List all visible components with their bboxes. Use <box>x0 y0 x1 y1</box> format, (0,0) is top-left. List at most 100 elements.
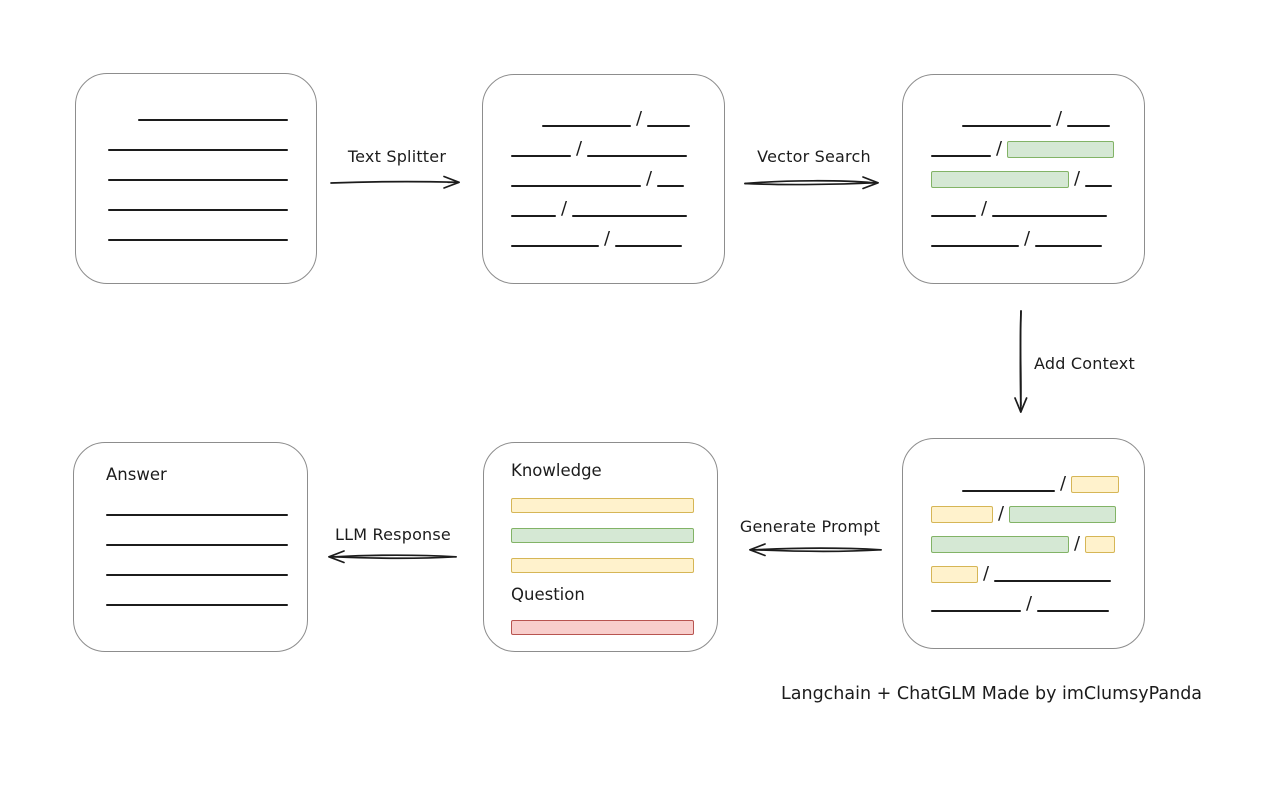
split-chunks-node: ///// <box>482 74 725 284</box>
segment-row: / <box>903 188 1144 218</box>
text-line <box>511 185 641 187</box>
add-context-label: Add Context <box>1034 354 1135 373</box>
segment-row <box>511 513 717 543</box>
text-line <box>962 490 1055 492</box>
text-line <box>108 179 288 181</box>
slash-separator: / <box>998 503 1005 524</box>
segment-row <box>76 152 316 182</box>
yellow-chunk <box>511 558 694 573</box>
segment-row: / <box>903 128 1144 158</box>
answer-node: Answer <box>73 442 308 652</box>
text-line <box>615 245 683 247</box>
context-chunk-lines: / / / / / <box>903 439 1144 613</box>
text-line <box>106 574 288 576</box>
question-bar <box>511 605 717 635</box>
segment-row: / <box>483 128 724 158</box>
text-line <box>1035 245 1103 247</box>
slash-separator: / <box>983 563 990 584</box>
text-line <box>931 610 1021 612</box>
segment-row <box>511 483 717 513</box>
slash-separator: / <box>636 108 643 129</box>
text-line <box>138 119 288 121</box>
green-chunk <box>511 528 694 543</box>
slash-separator: / <box>1074 533 1081 554</box>
segment-row <box>106 517 307 547</box>
text-line <box>106 544 288 546</box>
segment-row <box>76 92 316 122</box>
chunk-text-lines: ///// <box>483 75 724 248</box>
red-chunk <box>511 620 694 635</box>
yellow-chunk <box>1085 536 1116 553</box>
generate-prompt-label: Generate Prompt <box>739 517 881 536</box>
segment-row <box>511 605 717 635</box>
llm-response-arrow-icon <box>328 550 457 564</box>
answer-label: Answer <box>106 465 167 484</box>
text-line <box>1085 185 1113 187</box>
document-node <box>75 73 317 284</box>
slash-separator: / <box>1024 228 1031 249</box>
text-line <box>1037 610 1110 612</box>
segment-row: / <box>903 523 1144 553</box>
segment-row <box>76 212 316 242</box>
text-line <box>106 514 288 516</box>
segment-row: / <box>483 158 724 188</box>
text-line <box>572 215 688 217</box>
text-line <box>106 604 288 606</box>
slash-separator: / <box>576 138 583 159</box>
text-line <box>108 239 288 241</box>
slash-separator: / <box>646 168 653 189</box>
text-line <box>511 215 556 217</box>
segment-row: / <box>903 493 1144 523</box>
yellow-chunk <box>1071 476 1120 493</box>
matched-chunk-lines: ///// <box>903 75 1144 248</box>
green-chunk <box>931 171 1069 188</box>
text-line <box>994 580 1112 582</box>
yellow-chunk <box>511 498 694 513</box>
text-splitter-label: Text Splitter <box>347 147 447 166</box>
knowledge-bars <box>511 483 717 573</box>
question-label: Question <box>511 585 585 604</box>
knowledge-label: Knowledge <box>511 461 602 480</box>
text-line <box>931 215 976 217</box>
slash-separator: / <box>1074 168 1081 189</box>
segment-row: / <box>903 553 1144 583</box>
segment-row <box>106 577 307 607</box>
text-splitter-arrow-icon <box>330 175 460 189</box>
add-context-arrow-icon <box>1014 310 1028 413</box>
green-chunk <box>1009 506 1117 523</box>
matched-chunks-node: ///// <box>902 74 1145 284</box>
segment-row: / <box>903 463 1144 493</box>
segment-row <box>106 487 307 517</box>
green-chunk <box>1007 141 1115 158</box>
text-line <box>511 245 599 247</box>
prompt-node: Knowledge Question <box>483 442 718 652</box>
text-line <box>992 215 1108 217</box>
text-line <box>108 209 288 211</box>
text-line <box>1067 125 1111 127</box>
slash-separator: / <box>1026 593 1033 614</box>
generate-prompt-arrow-icon <box>749 543 882 557</box>
slash-separator: / <box>604 228 611 249</box>
segment-row: / <box>903 583 1144 613</box>
segment-row: / <box>483 188 724 218</box>
segment-row <box>76 122 316 152</box>
segment-row: / <box>483 98 724 128</box>
text-line <box>108 149 288 151</box>
text-line <box>587 155 688 157</box>
text-line <box>962 125 1051 127</box>
segment-row <box>76 182 316 212</box>
document-text-lines <box>76 74 316 242</box>
slash-separator: / <box>1056 108 1063 129</box>
text-line <box>542 125 631 127</box>
segment-row: / <box>483 218 724 248</box>
vector-search-arrow-icon <box>744 176 879 190</box>
text-line <box>657 185 685 187</box>
segment-row: / <box>903 158 1144 188</box>
text-line <box>511 155 571 157</box>
yellow-chunk <box>931 506 993 523</box>
caption: Langchain + ChatGLM Made by imClumsyPand… <box>781 684 1203 704</box>
text-line <box>931 155 991 157</box>
slash-separator: / <box>1060 473 1067 494</box>
segment-row: / <box>903 98 1144 128</box>
